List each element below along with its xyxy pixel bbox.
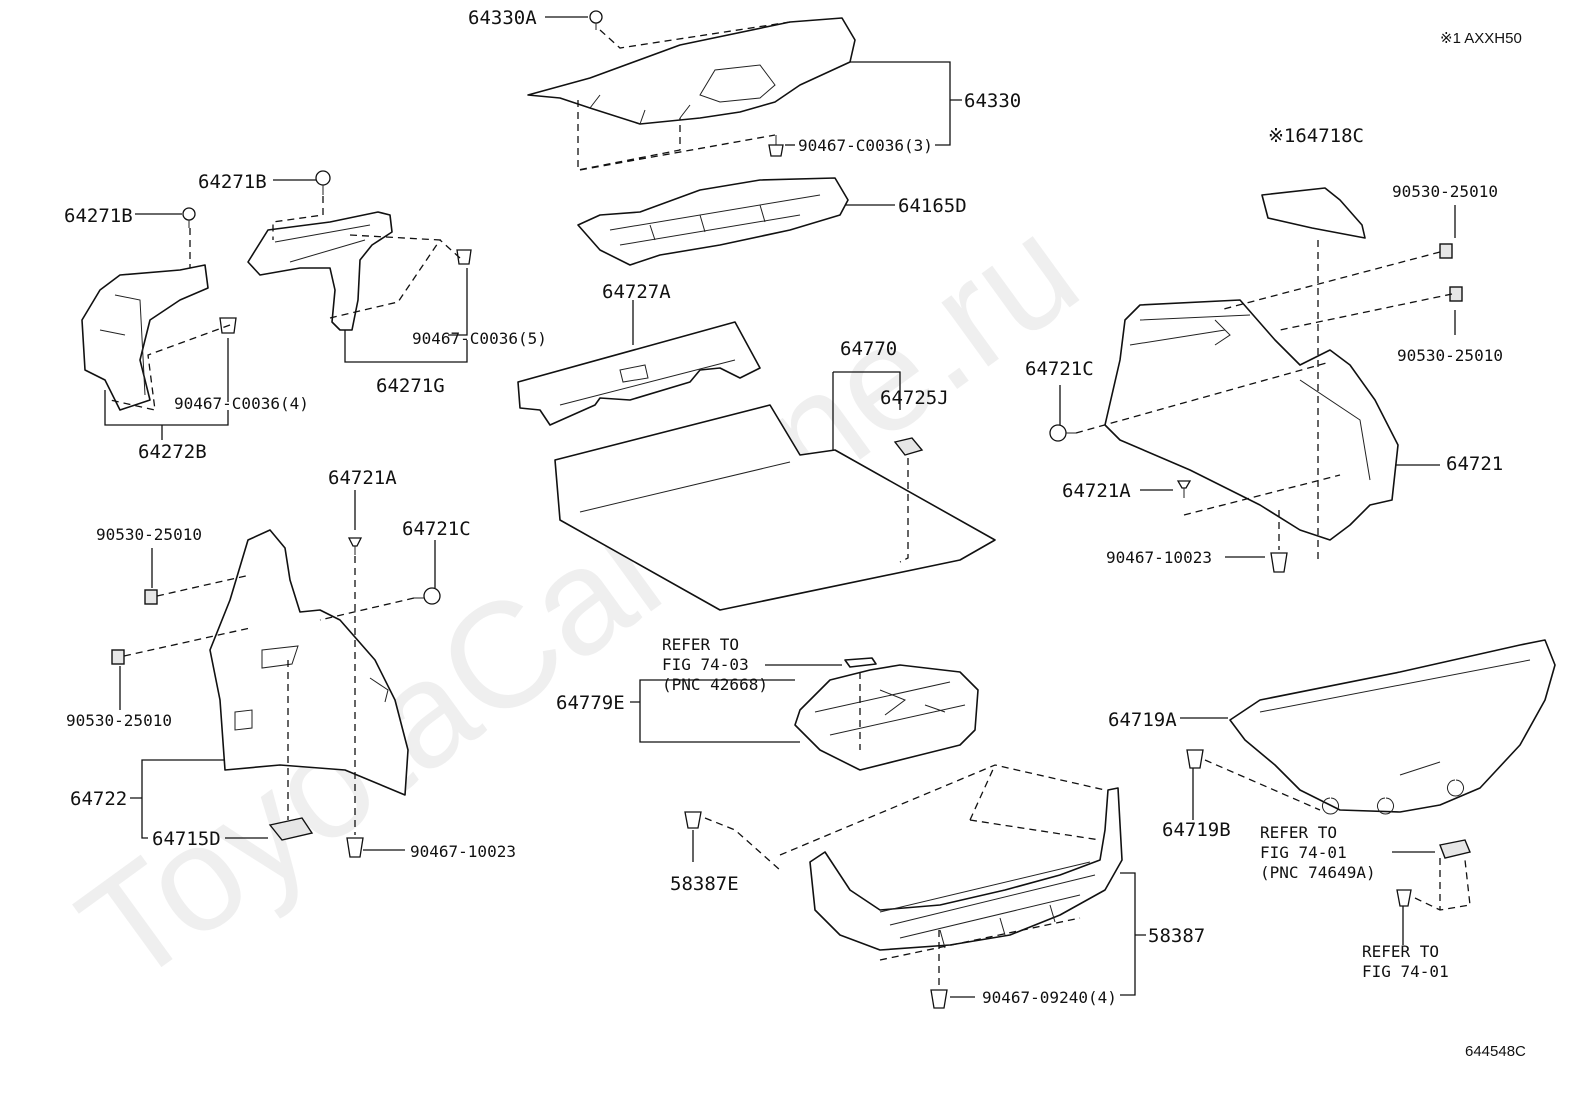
label-64721A-right[interactable]: 64721A [1062, 480, 1131, 502]
package-tray-trim[interactable] [527, 17, 856, 125]
label-64727A[interactable]: 64727A [602, 281, 671, 303]
watermark-text: ToyotaCarMine.ru [50, 184, 1106, 1016]
clip-64715D[interactable] [268, 817, 314, 841]
model-note: ※1 AXXH50 [1440, 30, 1522, 47]
clip-90467-09240-4[interactable] [930, 989, 948, 1009]
clip-90530-25010-l1[interactable] [144, 589, 158, 605]
clip-58387E[interactable] [684, 811, 702, 829]
ref-fig-74-01-pnc-line2[interactable]: FIG 74-01 [1260, 843, 1347, 862]
label-90530-25010-l1[interactable]: 90530-25010 [96, 525, 202, 544]
label-64722[interactable]: 64722 [70, 788, 127, 810]
reference-bracket-74649A[interactable] [1439, 839, 1471, 859]
label-64330A[interactable]: 64330A [468, 7, 537, 29]
clip-64721C-right[interactable] [1049, 424, 1076, 442]
label-64718C[interactable]: ※164718C [1268, 125, 1364, 147]
clip-64721A-right[interactable] [1176, 480, 1192, 498]
clip-90530-25010-r1[interactable] [1439, 243, 1453, 259]
side-trim-64721[interactable] [1104, 299, 1399, 541]
label-64721A-left[interactable]: 64721A [328, 467, 397, 489]
label-90530-25010-r1[interactable]: 90530-25010 [1392, 182, 1498, 201]
label-90467-C0036-4[interactable]: 90467-C0036(4) [174, 394, 309, 413]
label-90467-09240-4[interactable]: 90467-09240(4) [982, 988, 1117, 1007]
clip-64721A-left[interactable] [347, 537, 363, 555]
part-64718C[interactable] [1261, 187, 1366, 239]
clip-64330A[interactable] [589, 10, 603, 30]
side-trim-64722[interactable] [209, 529, 409, 796]
ref-fig-74-03-line1[interactable]: REFER TO [662, 635, 739, 654]
label-64770[interactable]: 64770 [840, 338, 897, 360]
clip-90530-25010-l2[interactable] [111, 649, 125, 665]
label-64721C-left[interactable]: 64721C [402, 518, 471, 540]
label-64719B[interactable]: 64719B [1162, 819, 1231, 841]
ref-fig-74-01-pnc-line1[interactable]: REFER TO [1260, 823, 1337, 842]
label-64271G[interactable]: 64271G [376, 375, 445, 397]
label-64272B[interactable]: 64272B [138, 441, 207, 463]
label-90530-25010-l2[interactable]: 90530-25010 [66, 711, 172, 730]
label-64721[interactable]: 64721 [1446, 453, 1503, 475]
label-64719A[interactable]: 64719A [1108, 709, 1177, 731]
clip-90467-C0036-5[interactable] [456, 249, 472, 265]
trim-64271G[interactable] [247, 211, 393, 331]
ref-fig-74-01-line1[interactable]: REFER TO [1362, 942, 1439, 961]
label-64725J[interactable]: 64725J [880, 387, 949, 409]
clip-fig-74-01[interactable] [1396, 889, 1412, 907]
label-64330[interactable]: 64330 [964, 90, 1021, 112]
ref-fig-74-03-line3[interactable]: (PNC 42668) [662, 675, 768, 694]
lid-trim-64719A[interactable] [1229, 639, 1556, 815]
label-90530-25010-r2[interactable]: 90530-25010 [1397, 346, 1503, 365]
clip-90467-10023-left[interactable] [346, 837, 364, 858]
label-64721C-right[interactable]: 64721C [1025, 358, 1094, 380]
panel-64165D[interactable] [577, 177, 849, 266]
ref-fig-74-01-pnc-line3[interactable]: (PNC 74649A) [1260, 863, 1376, 882]
scuff-plate-58387[interactable] [809, 787, 1123, 951]
reference-tag-42668[interactable] [844, 657, 877, 668]
label-90467-10023-left[interactable]: 90467-10023 [410, 842, 516, 861]
ref-fig-74-01-line2[interactable]: FIG 74-01 [1362, 962, 1449, 981]
label-90467-10023-right[interactable]: 90467-10023 [1106, 548, 1212, 567]
clip-64719B[interactable] [1186, 749, 1204, 769]
label-64271B-left[interactable]: 64271B [64, 205, 133, 227]
label-64715D[interactable]: 64715D [152, 828, 221, 850]
label-90467-C0036-3[interactable]: 90467-C0036(3) [798, 136, 933, 155]
label-64271B-upper[interactable]: 64271B [198, 171, 267, 193]
illustration-id: 644548C [1465, 1043, 1526, 1060]
tray-64779E[interactable] [794, 664, 979, 771]
trim-64272B[interactable] [81, 264, 209, 411]
label-58387[interactable]: 58387 [1148, 925, 1205, 947]
floor-mat-64770[interactable] [554, 404, 996, 611]
clip-64271B-upper[interactable] [315, 170, 331, 195]
label-64165D[interactable]: 64165D [898, 195, 967, 217]
clip-64271B-left[interactable] [182, 207, 196, 228]
clip-64721C-left[interactable] [414, 587, 441, 605]
cover-64727A[interactable] [517, 321, 761, 426]
ref-fig-74-03-line2[interactable]: FIG 74-03 [662, 655, 749, 674]
clip-90467-10023-right[interactable] [1270, 552, 1288, 573]
label-58387E[interactable]: 58387E [670, 873, 739, 895]
label-90467-C0036-5[interactable]: 90467-C0036(5) [412, 329, 547, 348]
clip-90467-C0036-3[interactable] [768, 135, 784, 157]
part-64725J[interactable] [893, 437, 924, 456]
label-64779E[interactable]: 64779E [556, 692, 625, 714]
